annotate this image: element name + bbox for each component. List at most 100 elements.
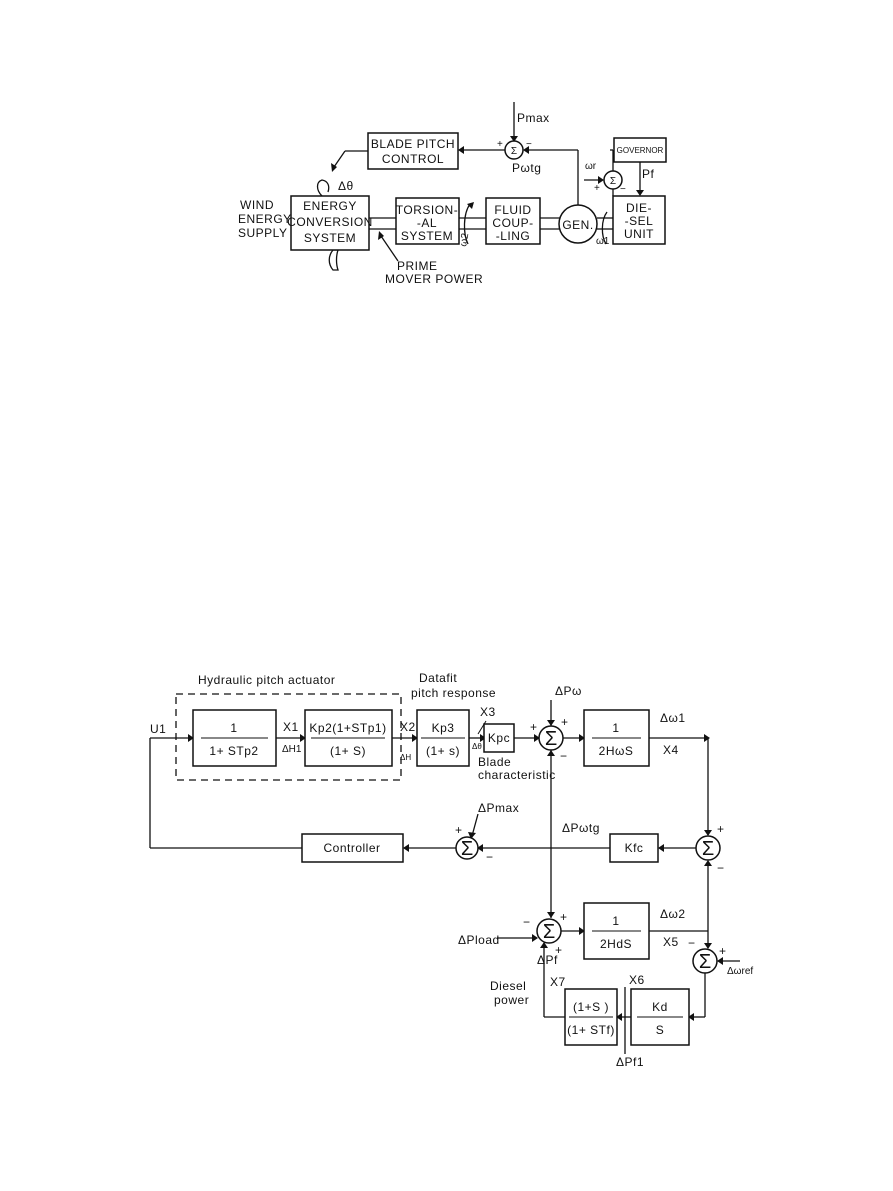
top-block-diagram: Pmax Σ + − Pωtg BLADE PITCH CONTROL Δθ W…	[238, 102, 667, 286]
ctrl-sum-to-controller-arrowhead	[403, 844, 409, 852]
hydraulic-actuator-group	[175, 693, 402, 781]
pf-label: Pf	[642, 167, 655, 181]
wind-label-line3: SUPPLY	[238, 226, 287, 240]
torsional-line1: TORSION-	[396, 203, 458, 217]
pmax-label: Pmax	[517, 111, 550, 125]
torsional-line3: SYSTEM	[401, 229, 453, 243]
d-omega2-label: Δω2	[660, 907, 686, 921]
dp-load-label: ΔPload	[458, 933, 500, 947]
hydraulic-caption: Hydraulic pitch actuator	[198, 673, 335, 687]
dp-omega-arrowhead	[547, 720, 555, 726]
ecs-line3: SYSTEM	[304, 231, 356, 245]
d-omega1-label: Δω1	[660, 711, 686, 725]
sum3-sigma: Σ	[699, 951, 711, 973]
hd-output-up-arrowhead	[704, 860, 712, 866]
governor-to-diesel-arrowhead	[636, 190, 644, 196]
torsional-system-block	[395, 197, 460, 245]
prime-mover-arrow	[380, 235, 399, 262]
block-hw-den: 2HωS	[599, 744, 634, 758]
top-sum-plus: +	[497, 139, 503, 150]
kfc-label: Kfc	[625, 841, 644, 855]
blade-pitch-control-block	[367, 132, 459, 170]
ctrl-sum-sigma: Σ	[461, 838, 473, 860]
dp-max-label: ΔPmax	[478, 801, 519, 815]
hw-output-down-arrowhead	[704, 830, 712, 836]
fluid-coupling-block	[485, 197, 541, 245]
ctrl-sum-minus: −	[486, 850, 494, 864]
sum2-plus-bottom: +	[555, 943, 563, 957]
dp-omega-tg-label: ΔPωtg	[562, 821, 600, 835]
x7-label: X7	[550, 975, 566, 989]
controller-label: Controller	[323, 841, 380, 855]
block1-num: 1	[230, 721, 237, 735]
omega-r-label: ωr	[585, 161, 597, 172]
block2-den: (1+ S)	[330, 744, 366, 758]
fluid-line3: -LING	[496, 229, 531, 243]
central-link-down-arrowhead	[547, 912, 555, 918]
delta-theta-label: Δθ	[338, 179, 354, 193]
gen-feedback-arrowhead	[523, 146, 529, 154]
kfc-to-ctrl-sum-arrowhead	[477, 844, 483, 852]
block-hd-num: 1	[612, 914, 619, 928]
block-hw-num: 1	[612, 721, 619, 735]
diesel-unit-block	[612, 195, 666, 245]
blade-char-line1: Blade	[478, 755, 511, 769]
x5-label: X5	[663, 935, 679, 949]
blade-top-shape	[316, 179, 330, 197]
block3-num: Kp3	[432, 721, 455, 735]
dh-label: ΔH	[400, 753, 411, 762]
x3-label: X3	[480, 705, 496, 719]
block1-to-block2-arrowhead	[300, 734, 306, 742]
kpc-to-sum1-arrowhead	[534, 734, 540, 742]
top-sum-sigma: Σ	[511, 146, 517, 157]
blade-pitch-control-line2: CONTROL	[382, 152, 444, 166]
dp-load-arrowhead	[532, 934, 538, 942]
wind-label-line2: ENERGY	[238, 212, 292, 226]
fluid-line2: COUP-	[492, 216, 533, 230]
x6-label: X6	[629, 973, 645, 987]
pmax-arrowhead	[510, 136, 518, 142]
dp-max-arrowhead	[468, 832, 476, 839]
dp-omega-label: ΔPω	[555, 684, 582, 698]
gov-sum-sigma: Σ	[610, 176, 616, 187]
dp-max-arrow	[471, 813, 479, 837]
hw-output-arrowhead	[704, 734, 710, 742]
prime-mover-line1: PRIME	[397, 259, 438, 273]
pitch-output-diagonal	[333, 150, 346, 168]
datafit-caption-line1: Datafit	[419, 671, 457, 685]
sum3-plus: +	[719, 944, 727, 958]
dtheta-label: Δθ	[472, 742, 482, 751]
datafit-caption-line2: pitch response	[411, 686, 496, 700]
bottom-block-diagram: Hydraulic pitch actuator Datafit pitch r…	[149, 671, 753, 1069]
gov-sum-plus: +	[594, 183, 600, 194]
governor-block	[613, 137, 667, 163]
kpc-label: Kpc	[488, 731, 510, 745]
fluid-line1: FLUID	[494, 203, 531, 217]
sum3-minus: −	[688, 936, 696, 950]
block-kd-den: S	[656, 1023, 665, 1037]
central-link-up-arrowhead	[547, 750, 555, 756]
block-kd-num: Kd	[652, 1000, 668, 1014]
sum2-to-hd-arrowhead	[579, 927, 585, 935]
prime-mover-line2: MOVER POWER	[385, 272, 483, 286]
ecs-line1: ENERGY	[303, 199, 357, 213]
block1-den: 1+ STp2	[209, 744, 258, 758]
omega1-label: ω1	[596, 236, 610, 247]
block3-to-kpc-arrowhead	[480, 734, 486, 742]
sum-to-pitch-arrowhead	[458, 146, 464, 154]
torsional-line2: -AL	[417, 216, 437, 230]
diesel-line3: UNIT	[624, 227, 654, 241]
sum-right-minus: −	[717, 861, 725, 875]
omega1-arc	[601, 211, 608, 245]
sum1-sigma: Σ	[545, 728, 557, 750]
wind-label-line1: WIND	[240, 198, 274, 212]
p-omega-tg-label: Pωtg	[512, 161, 541, 175]
energy-conversion-block	[290, 195, 370, 251]
sum2-minus-left: −	[523, 915, 531, 929]
block2-to-block3-arrowhead	[412, 734, 418, 742]
block2-num: Kp2(1+STp1)	[309, 721, 386, 735]
block-lead-den: (1+ STf)	[567, 1023, 615, 1037]
omega2-label: ω2	[458, 232, 471, 248]
diesel-line1: DIE-	[626, 201, 652, 215]
